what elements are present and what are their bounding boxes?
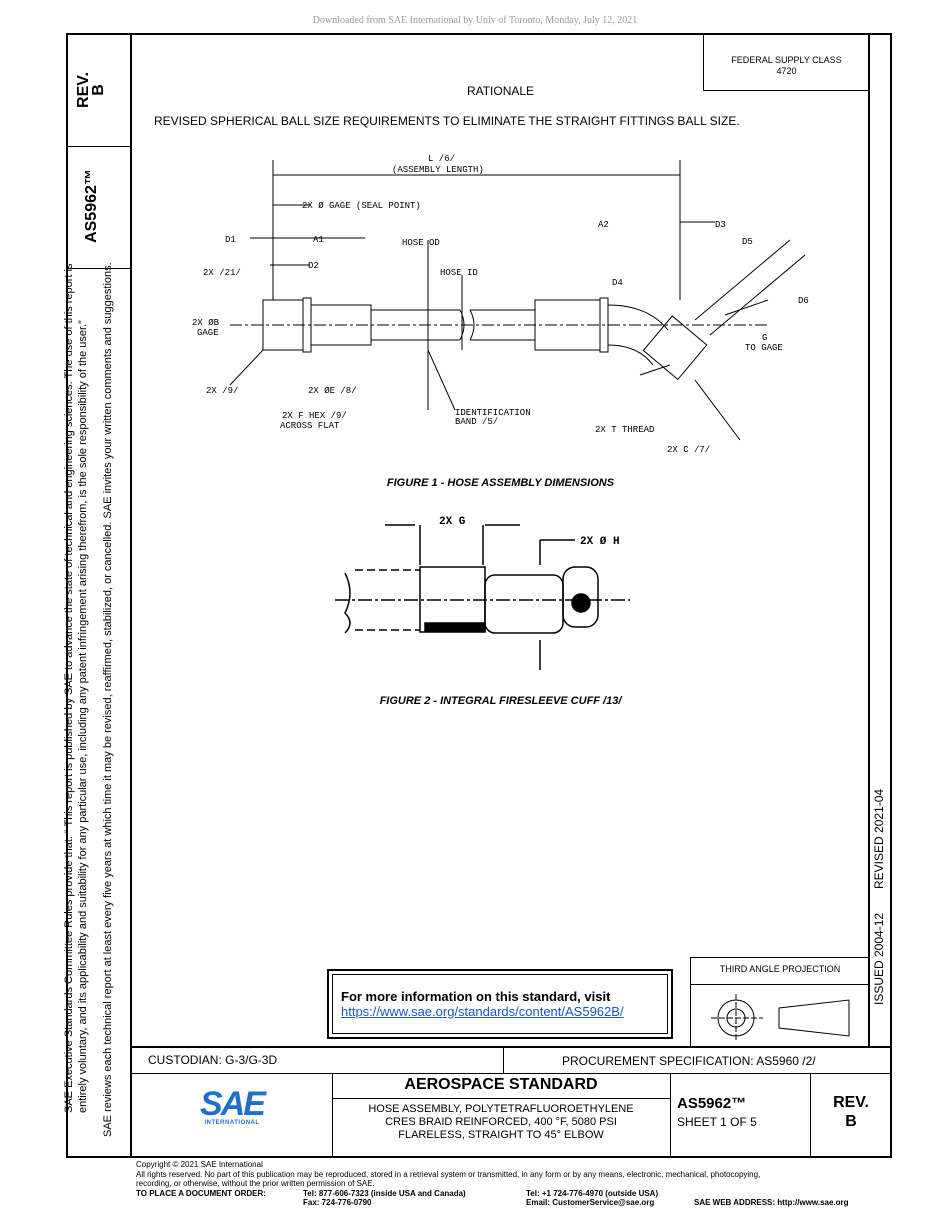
fig1-d6: D6 <box>798 296 809 306</box>
footer-copyright: Copyright © 2021 SAE International <box>136 1160 263 1169</box>
info-title: For more information on this standard, v… <box>341 989 611 1004</box>
fig1-a1: A1 <box>313 235 324 245</box>
footer-tel-intl: Tel: +1 724-776-4970 (outside USA) <box>526 1188 659 1198</box>
fig1-assembly-length: (ASSEMBLY LENGTH) <box>392 165 484 175</box>
title-rev: REV. B <box>810 1093 892 1131</box>
title-rev-label: REV. <box>833 1094 869 1111</box>
footer-fax: Fax: 724-776-0790 <box>303 1197 372 1207</box>
footer-order-label: TO PLACE A DOCUMENT ORDER: <box>136 1188 266 1198</box>
figure1-caption: FIGURE 1 - HOSE ASSEMBLY DIMENSIONS <box>386 477 615 489</box>
logo-divider <box>332 1073 333 1158</box>
info-box: For more information on this standard, v… <box>327 969 673 1039</box>
fig1-c7: 2X C /7/ <box>667 445 710 455</box>
fig1-length: L /6/ <box>428 154 455 164</box>
fig1-d4: D4 <box>612 278 623 288</box>
title-block-row-divider <box>130 1073 892 1074</box>
revised-date: REVISED 2021-04 <box>872 788 886 889</box>
figure2-drawing: 2X G 2X Ø H <box>335 516 630 670</box>
title-doc-number: AS5962™ <box>677 1095 747 1112</box>
right-strip-divider <box>868 33 870 1048</box>
fig1-g: G <box>762 333 767 343</box>
custodian-divider <box>503 1046 504 1074</box>
sae-logo-sub: INTERNATIONAL <box>204 1120 260 1126</box>
footer-web: SAE WEB ADDRESS: http://www.sae.org <box>694 1197 849 1207</box>
doc-box-divider <box>66 268 130 269</box>
fig1-t-thread: 2X T THREAD <box>595 425 654 435</box>
fsc-value: 4720 <box>776 66 797 76</box>
procurement-spec: PROCUREMENT SPECIFICATION: AS5960 /2/ <box>562 1054 816 1068</box>
fig1-ident: IDENTIFICATION <box>455 408 531 418</box>
page-frame <box>66 33 892 1158</box>
fig1-gage-word: GAGE <box>197 328 219 338</box>
side-notice-2: entirely voluntary, and its applicabilit… <box>77 320 89 1113</box>
fig1-across-flat: ACROSS FLAT <box>280 421 340 431</box>
fig1-a2: A2 <box>598 220 609 230</box>
fig1-d1: D1 <box>225 235 236 245</box>
custodian: CUSTODIAN: G-3/G-3D <box>148 1053 278 1067</box>
fig1-d5: D5 <box>742 237 753 247</box>
fig1-2x21: 2X /21/ <box>203 268 241 278</box>
standard-type: AEROSPACE STANDARD <box>404 1076 598 1093</box>
fig1-2x9: 2X /9/ <box>206 386 238 396</box>
rationale-text: REVISED SPHERICAL BALL SIZE REQUIREMENTS… <box>154 114 740 128</box>
desc-line-2: CRES BRAID REINFORCED, 400 °F, 5080 PSI <box>385 1116 617 1128</box>
download-note: Downloaded from SAE International by Uni… <box>312 15 638 26</box>
rev-divider <box>810 1073 811 1158</box>
fig1-hose-id: HOSE ID <box>440 268 478 278</box>
side-rev: REV. B <box>75 50 107 130</box>
fig1-d3: D3 <box>715 220 726 230</box>
title-block-top <box>130 1046 892 1048</box>
rev-box-divider <box>66 146 130 147</box>
standard-link[interactable]: https://www.sae.org/standards/content/AS… <box>341 1004 624 1019</box>
sae-logo: SAE INTERNATIONAL <box>196 1085 268 1126</box>
fsc-label: FEDERAL SUPPLY CLASS <box>731 55 842 65</box>
desc-line-1: HOSE ASSEMBLY, POLYTETRAFLUOROETHYLENE <box>368 1103 634 1115</box>
side-doc-number: AS5962™ <box>83 169 100 243</box>
side-notice-3: SAE reviews each technical report at lea… <box>102 262 114 1137</box>
fig1-e8: 2X ØE /8/ <box>308 386 357 396</box>
side-rev-value: B <box>90 84 107 96</box>
fig1-band: BAND /5/ <box>455 417 498 427</box>
footer-tel-us: Tel: 877-606-7323 (inside USA and Canada… <box>303 1188 466 1198</box>
footer-email: Email: CustomerService@sae.org <box>526 1197 655 1207</box>
issued-date: ISSUED 2004-12 <box>872 912 886 1005</box>
fig1-hex: 2X F HEX /9/ <box>282 411 347 421</box>
figure2-caption: FIGURE 2 - INTEGRAL FIRESLEEVE CUFF /13/ <box>379 695 622 707</box>
sae-logo-mark: SAE <box>200 1085 266 1123</box>
fig2-g: 2X G <box>439 516 466 528</box>
title-rev-value: B <box>845 1113 857 1130</box>
third-angle-projection: THIRD ANGLE PROJECTION <box>690 957 869 1047</box>
desc-divider <box>670 1073 671 1158</box>
desc-line-3: FLARELESS, STRAIGHT TO 45° ELBOW <box>398 1129 604 1141</box>
footer-order-row: TO PLACE A DOCUMENT ORDER: Tel: 877-606-… <box>136 1189 916 1209</box>
fig2-h: 2X Ø H <box>580 536 620 548</box>
fig1-to-gage: TO GAGE <box>745 343 783 353</box>
rationale-heading: RATIONALE <box>466 84 535 98</box>
side-notice-1: SAE Executive Standards Committee Rules … <box>63 263 75 1114</box>
fig1-gage: 2X Ø GAGE (SEAL POINT) <box>302 201 421 211</box>
figure1-drawing: L /6/ (ASSEMBLY LENGTH) 2X Ø GAGE (SEAL … <box>192 154 809 455</box>
fig1-b-gage: 2X ØB <box>192 318 220 328</box>
left-panel-divider <box>130 33 132 1158</box>
footer-rights-1: All rights reserved. No part of this pub… <box>136 1169 761 1179</box>
federal-supply-class: FEDERAL SUPPLY CLASS 4720 <box>703 33 869 91</box>
footer-rights-2: recording, or otherwise, without the pri… <box>136 1179 375 1188</box>
projection-label: THIRD ANGLE PROJECTION <box>719 964 841 974</box>
description: HOSE ASSEMBLY, POLYTETRAFLUOROETHYLENE C… <box>332 1103 670 1142</box>
standard-type-divider <box>332 1098 670 1099</box>
footer: Copyright © 2021 SAE International All r… <box>136 1160 916 1209</box>
sheet-number: SHEET 1 OF 5 <box>677 1115 757 1129</box>
fig1-hose-od: HOSE OD <box>402 238 440 248</box>
fig1-d2: D2 <box>308 261 319 271</box>
projection-symbol <box>711 994 850 1042</box>
